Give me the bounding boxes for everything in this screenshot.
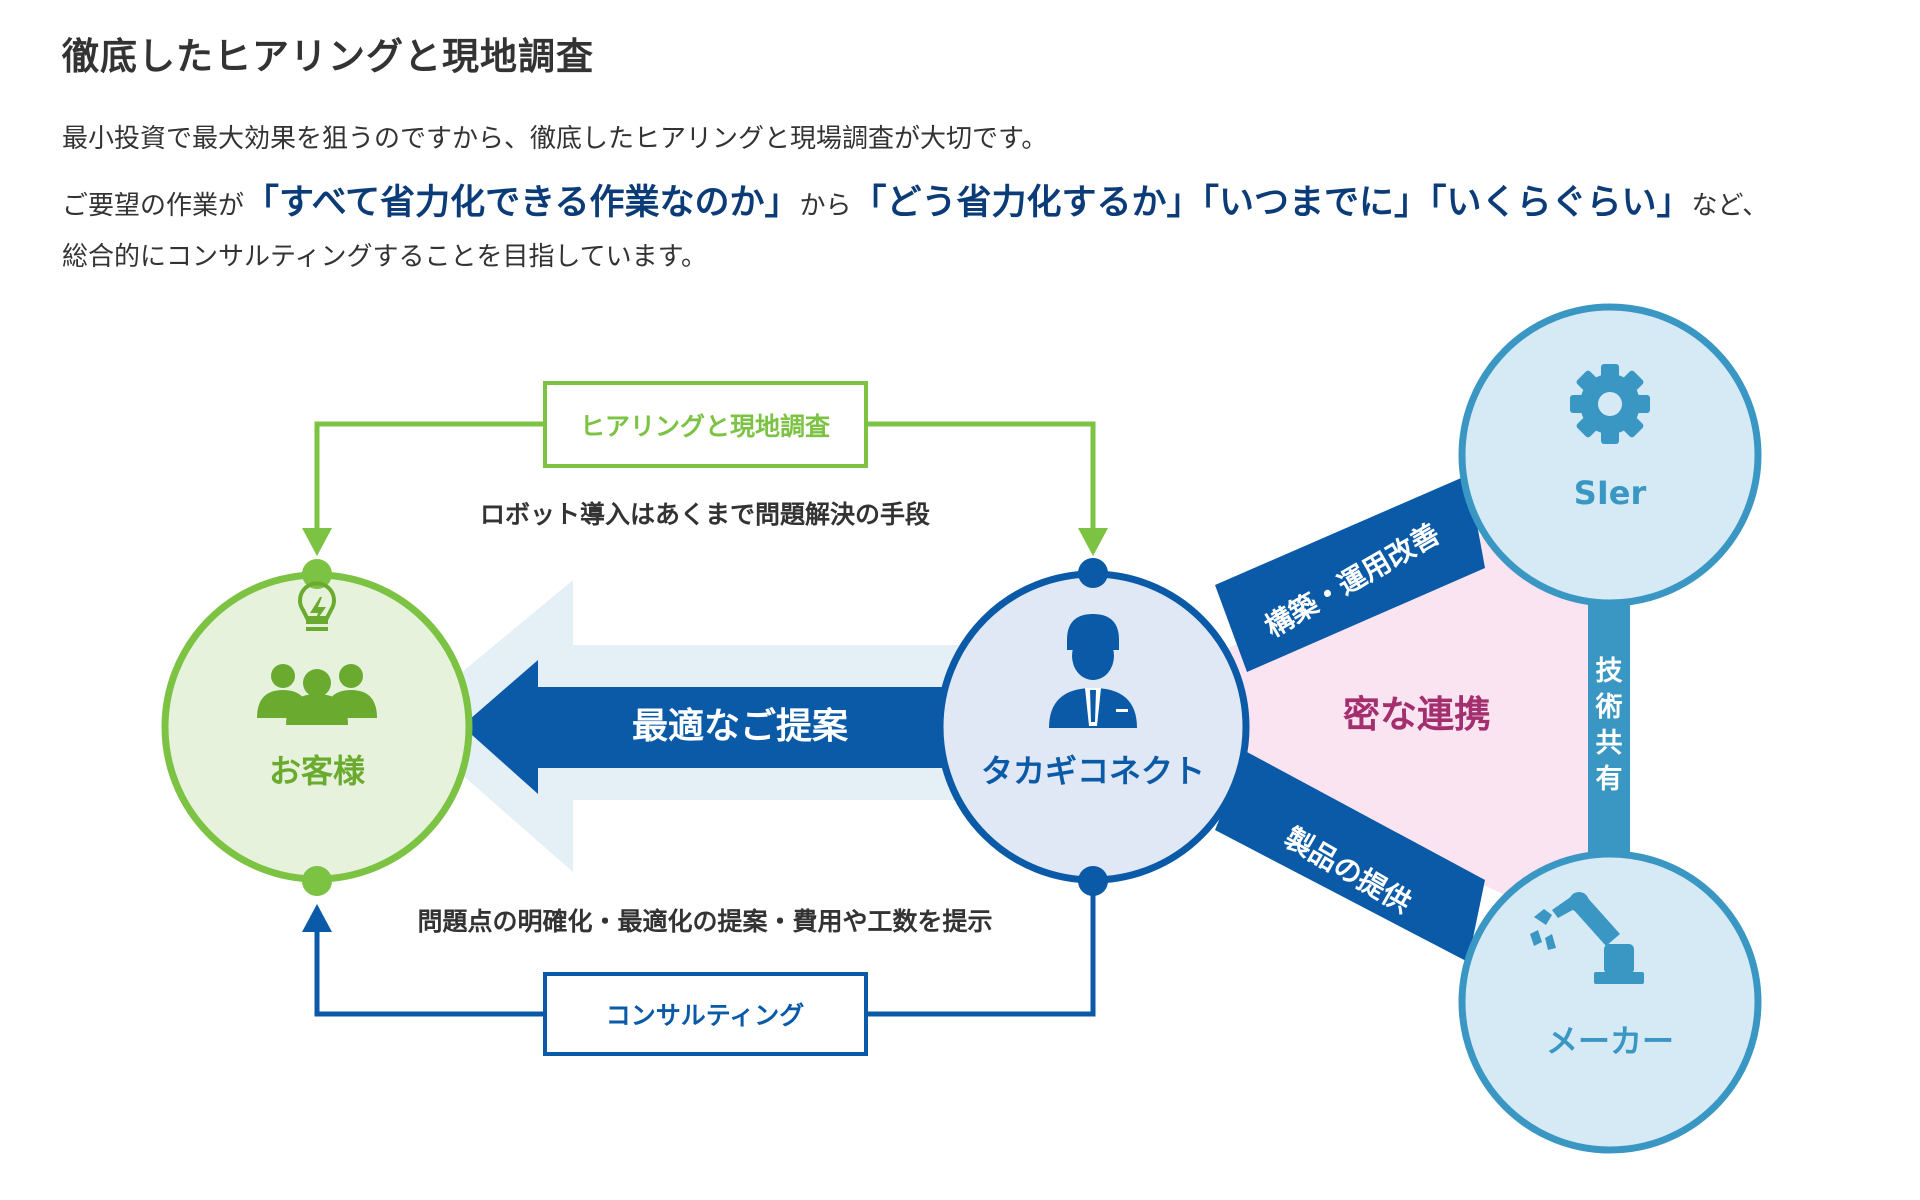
intro-line-2-suffix: など、 [1691,191,1769,221]
intro-line-2-prefix: ご要望の作業が [62,191,245,221]
customer-connector-bottom [302,866,332,896]
hearing-loop-line [314,421,545,545]
consulting-arrowhead [302,904,332,932]
collaboration-triangle [1092,476,1618,946]
company-connector-bottom [1078,866,1108,896]
company-connector-top [1078,558,1108,588]
sier-circle [1458,303,1762,607]
edge-label-tech-1: 技 [1596,656,1623,687]
customer-connector-top [302,559,332,589]
highlight-cost: 「いくらぐらい」 [1429,183,1692,223]
hearing-loop-line-right [866,421,1096,532]
customer-group-icon [257,581,377,725]
customer-label: お客様 [269,752,366,790]
hearing-caption: ロボット導入はあくまで問題解決の手段 [480,500,930,529]
consulting-box [543,972,868,1056]
hearing-arrowhead-right [1078,528,1108,556]
hearing-arrowhead-left [302,528,332,556]
consulting-loop-line-right [866,882,1096,1017]
sier-label: SIer [1574,474,1647,512]
hearing-box [543,381,868,468]
highlight-scope: 「すべて省力化できる作業なのか」 [244,183,800,223]
consulting-caption: 問題点の明確化・最適化の提案・費用や工数を提示 [417,907,992,936]
proposal-arrow [462,660,960,794]
edge-label-tech-2: 術 [1595,692,1623,723]
maker-circle [1458,850,1762,1154]
intro-line-2-mid: から [799,191,852,221]
gear-icon [1570,364,1650,444]
page-heading: 徹底したヒアリングと現地調査 [62,35,594,78]
intro-line-2: ご要望の作業が「すべて省力化できる作業なのか」から「どう省力化するか」「いつまで… [62,174,1768,225]
highlight-when: 「いつまでに」 [1201,183,1430,223]
edge-label-tech-4: 有 [1596,764,1623,795]
hearing-box-label: ヒアリングと現地調査 [580,412,830,441]
highlight-how: 「どう省力化するか」 [851,183,1202,223]
consulting-box-label: コンサルティング [606,1001,805,1030]
edge-band-tech [1588,592,1630,877]
edge-band-construction [1215,475,1485,672]
robot-arm-icon [1530,892,1644,984]
edge-label-tech-3: 共 [1596,728,1623,759]
maker-label: メーカー [1546,1022,1674,1060]
company-label: タカギコネクト [981,752,1205,790]
edge-band-products [1215,752,1485,962]
intro-line-3: 総合的にコンサルティングすることを目指しています。 [62,242,708,272]
consulting-loop-line [314,930,545,1017]
intro-line-1: 最小投資で最大効果を狙うのですから、徹底したヒアリングと現場調査が大切です。 [62,124,1048,154]
proposal-arrow-label: 最適なご提案 [632,706,849,747]
businessman-icon [1049,614,1137,728]
collaboration-label: 密な連携 [1343,693,1491,736]
